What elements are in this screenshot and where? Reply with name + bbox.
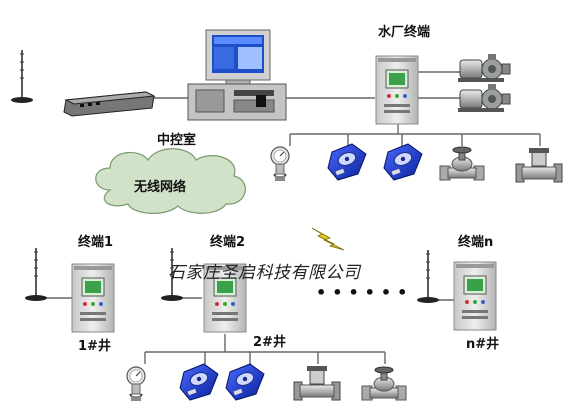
control-room-computer [187, 29, 287, 121]
terminal-1-antenna [24, 247, 48, 302]
well-n-label: n#井 [466, 337, 500, 352]
terminal-1-label: 终端1 [78, 235, 114, 250]
flow-meter-icon-bottom-2 [225, 363, 265, 401]
pump-icon-1 [457, 53, 511, 83]
pipe-flow-meter-icon-bottom [293, 365, 341, 401]
control-room-label: 中控室 [157, 133, 197, 148]
well-2-label: 2#井 [253, 335, 286, 350]
pressure-gauge-icon-top [270, 146, 290, 182]
flow-meter-icon-top-1 [327, 143, 367, 181]
flow-meter-icon-top-2 [383, 143, 423, 181]
terminal-n-antenna [416, 249, 440, 304]
pump-icon-2 [457, 83, 511, 113]
valve-icon-bottom [361, 366, 407, 401]
company-watermark: 石家庄圣启科技有限公司 [168, 263, 361, 283]
network-router [63, 91, 156, 117]
water-plant-terminal-label: 水厂终端 [378, 25, 431, 40]
wireless-network-cloud [95, 148, 246, 214]
well-1-label: 1#井 [78, 339, 111, 354]
pressure-gauge-icon-bottom [126, 366, 146, 402]
terminal-2-label: 终端2 [210, 235, 246, 250]
wireless-network-label: 无线网络 [134, 180, 187, 195]
terminal-n-cabinet [453, 261, 497, 331]
pipe-flow-meter-icon-top [515, 147, 563, 183]
valve-icon-top [439, 146, 485, 181]
flow-meter-icon-bottom-1 [179, 363, 219, 401]
terminal-n-label: 终端n [458, 235, 494, 250]
more-terminals-ellipsis: •••••• [316, 283, 414, 302]
control-antenna [10, 49, 34, 104]
wireless-signal-icon [311, 227, 345, 251]
terminal-1-cabinet [71, 263, 115, 333]
connection-lines [36, 71, 541, 364]
water-plant-terminal-cabinet [375, 55, 419, 125]
